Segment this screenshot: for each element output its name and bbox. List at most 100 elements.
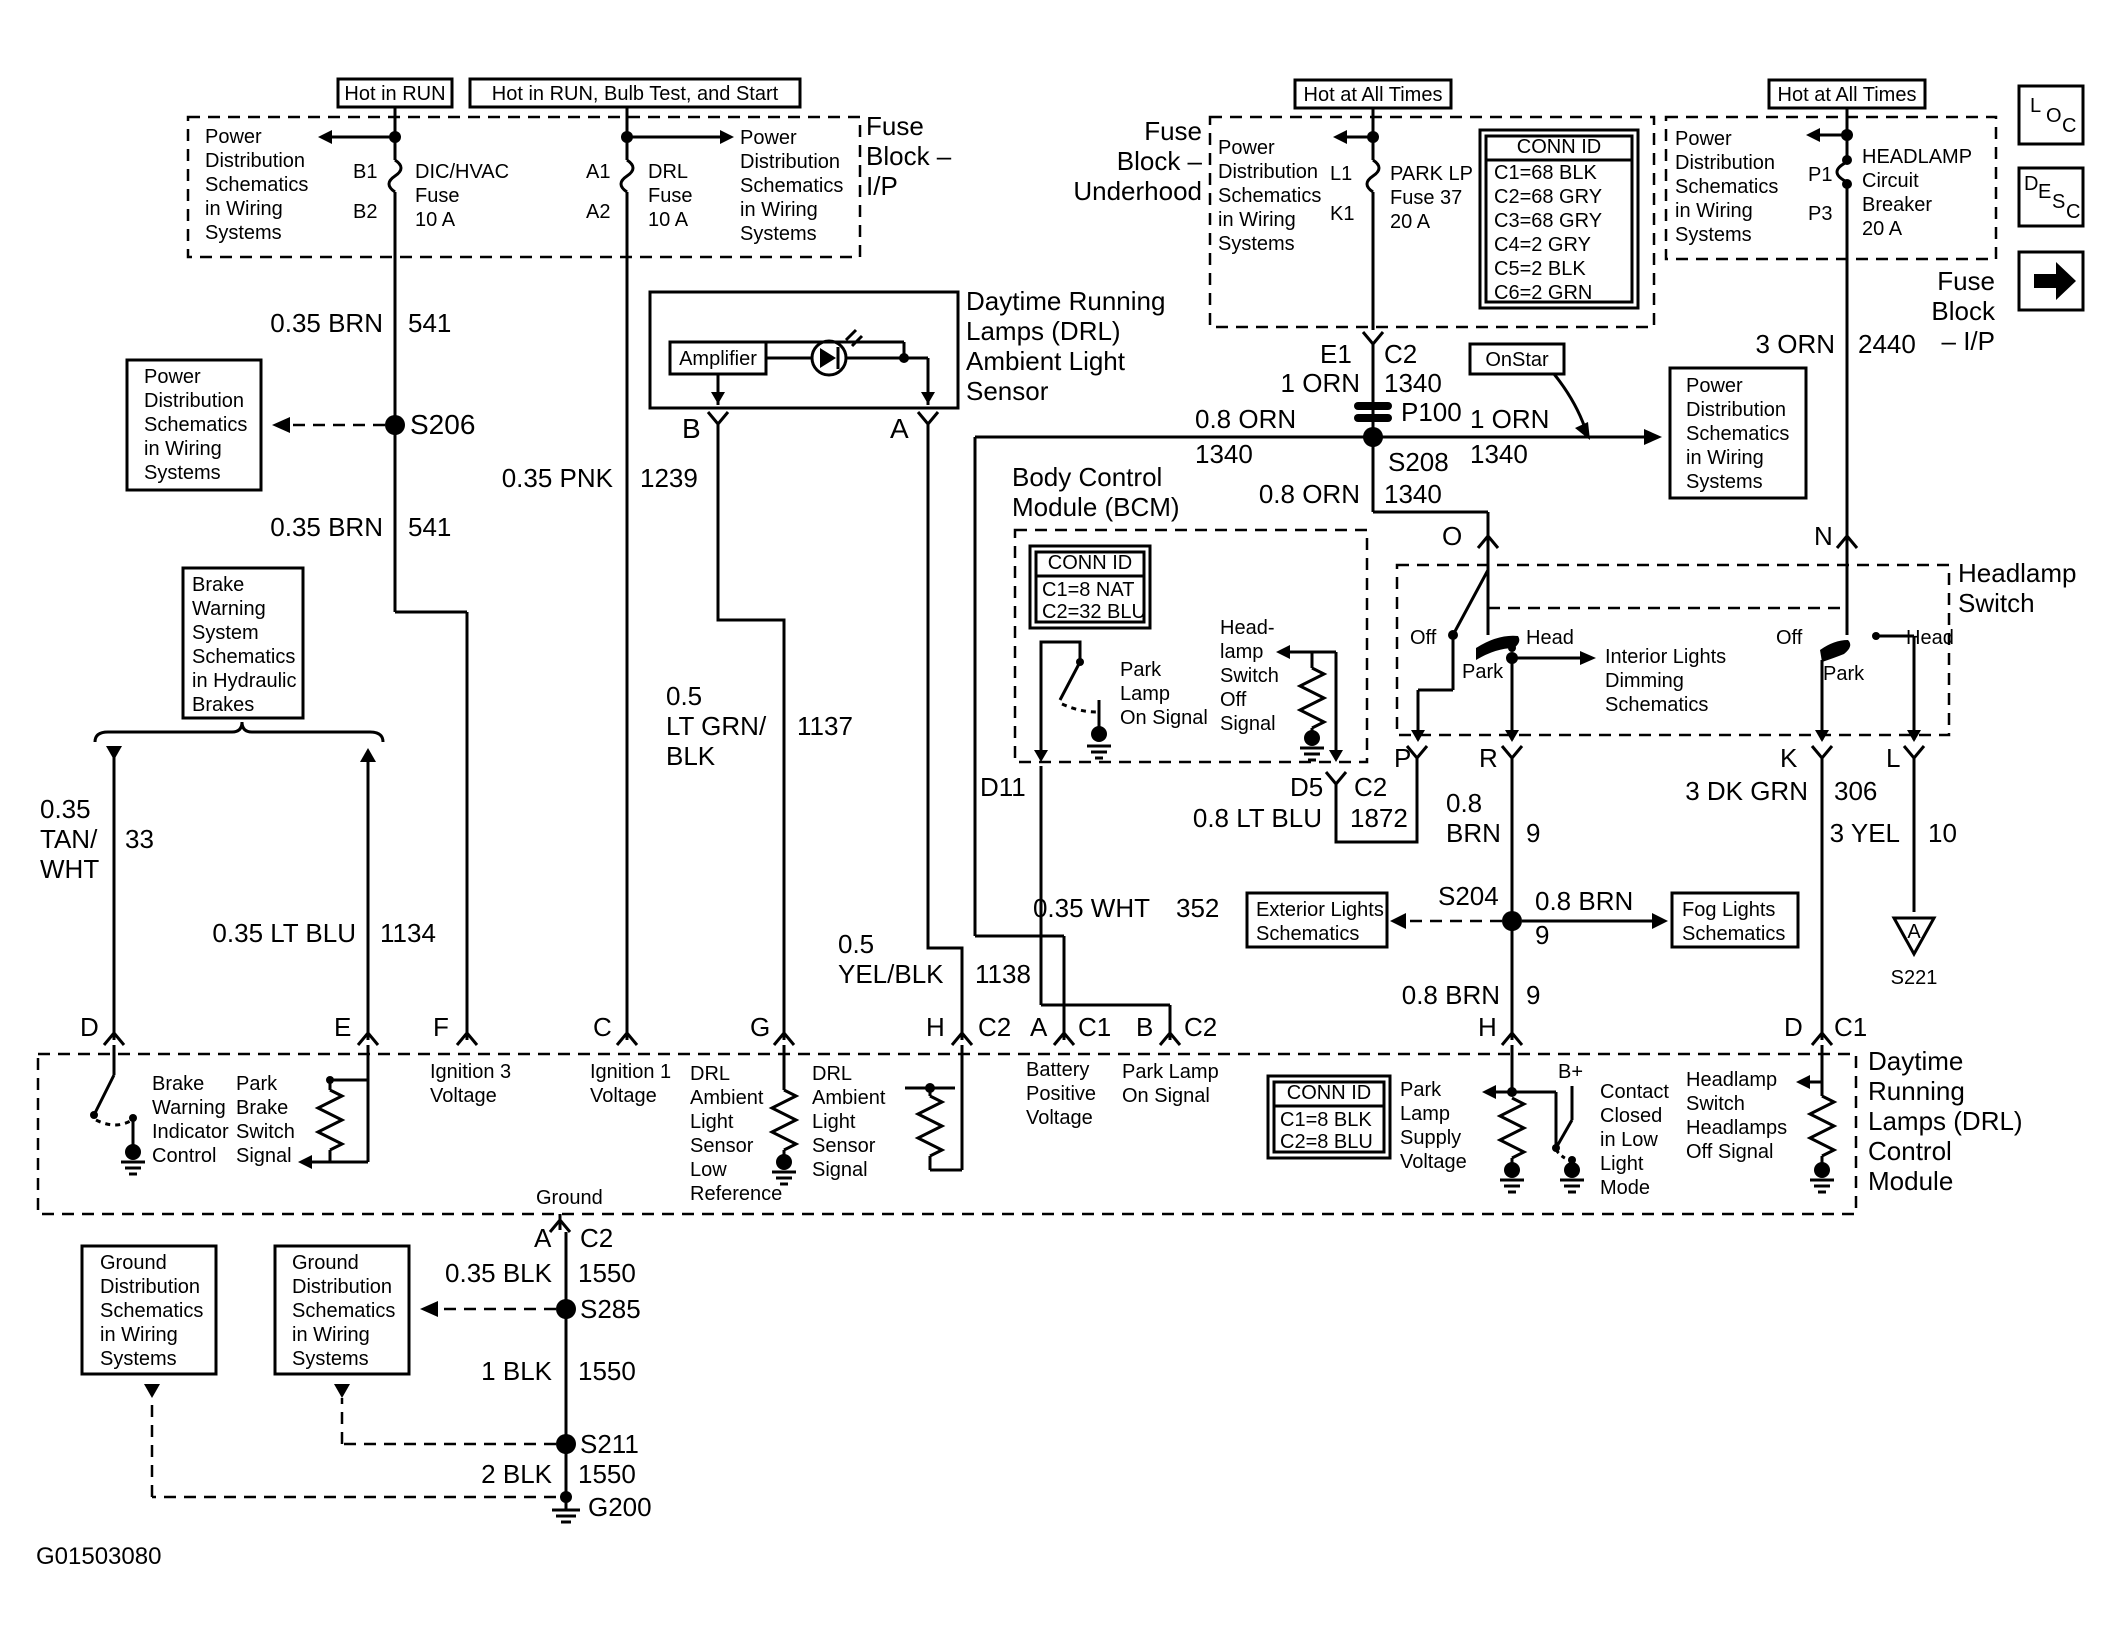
hl-signal-line: Off (1220, 689, 1247, 711)
fn-line: Light (812, 1111, 856, 1133)
splice-label: S211 (580, 1429, 639, 1459)
wire-num: 9 (1535, 920, 1549, 950)
pin-b: B (1136, 1012, 1153, 1042)
loc-letter: O (2046, 105, 2062, 127)
splice-label: S206 (410, 409, 475, 440)
desc-letter: C (2066, 201, 2080, 223)
pin-a2: A2 (586, 201, 610, 223)
wire-num: 2440 (1858, 329, 1916, 359)
conn-title: CONN ID (1517, 136, 1601, 158)
label-line: Fuse (1937, 266, 1995, 296)
brake-line: Brakes (192, 694, 254, 716)
conn-row: C2=8 BLU (1280, 1131, 1373, 1153)
conn-row: C6=2 GRN (1494, 282, 1592, 304)
pds-line: Power (205, 126, 262, 148)
wire-color: 0.8 (1446, 788, 1482, 818)
loc-icon[interactable]: L O C (2017, 84, 2085, 146)
fn-line: Lamp (1400, 1103, 1450, 1125)
gds-ref-2[interactable]: Ground Distribution Schematics in Wiring… (273, 1244, 411, 1376)
s221-letter: A (1907, 921, 1921, 943)
wire-color: 2 BLK (481, 1459, 552, 1489)
fuse-block-ip2-label: Fuse Block – I/P (1931, 266, 1996, 356)
pds-line: Distribution (740, 151, 840, 173)
next-arrow-icon[interactable] (2017, 250, 2085, 312)
fn-line: Signal (236, 1145, 292, 1167)
pds-ref-5[interactable]: Power Distribution Schematics in Wiring … (1668, 366, 1808, 500)
fn-line: in Low (1600, 1129, 1658, 1151)
bcm-title: Body Control Module (BCM) (1012, 462, 1180, 522)
s221-offpage[interactable]: A S221 (1891, 916, 1938, 989)
conn-row: C4=2 GRY (1494, 234, 1591, 256)
title-line: Lamps (DRL) (966, 316, 1121, 346)
banner-text: Hot in RUN (344, 83, 445, 105)
hl-signal-line: Switch (1220, 665, 1279, 687)
pds-line: Systems (205, 222, 282, 244)
pds-line: in Wiring (1686, 447, 1764, 469)
brake-system-ref[interactable]: Brake Warning System Schematics in Hydra… (181, 566, 305, 720)
conn-label: C1 (1834, 1012, 1867, 1042)
desc-icon[interactable]: D E S C (2017, 166, 2085, 228)
pds-ref-4[interactable]: Power Distribution Schematics in Wiring … (1218, 137, 1321, 255)
pds-line: Systems (1218, 233, 1295, 255)
wire-color: TAN/ (40, 824, 98, 854)
pds-line: Schematics (144, 414, 247, 436)
breaker-name: HEADLAMP (1862, 146, 1972, 168)
pin-e: E (334, 1012, 351, 1042)
conn-label: C1 (1078, 1012, 1111, 1042)
fog-lights-ref[interactable]: Fog Lights Schematics (1670, 891, 1800, 949)
ext-line: Exterior Lights (1256, 899, 1384, 921)
bcm-outline (1013, 528, 1369, 764)
wire-num: 541 (408, 512, 451, 542)
gds-line: Systems (292, 1348, 369, 1370)
label-line: Block – (1117, 146, 1203, 176)
sensor-title: Daytime Running Lamps (DRL) Ambient Ligh… (966, 286, 1165, 406)
wire-color: BRN (1446, 818, 1501, 848)
fuse-name: DIC/HVAC (415, 161, 509, 183)
onstar-label: OnStar (1485, 349, 1549, 371)
fn-line: Headlamps (1686, 1117, 1787, 1139)
wire-color: 1 ORN (1281, 368, 1360, 398)
conn-title: CONN ID (1287, 1082, 1371, 1104)
wire-color: BLK (666, 741, 716, 771)
fn-line: Off Signal (1686, 1141, 1773, 1163)
conn-row: C1=8 NAT (1042, 579, 1134, 601)
pds-ref-6[interactable]: Power Distribution Schematics in Wiring … (1675, 128, 1778, 246)
pds-ref-2[interactable]: Power Distribution Schematics in Wiring … (740, 127, 843, 245)
pin-h: H (926, 1012, 945, 1042)
wire-color: 0.8 ORN (1259, 479, 1360, 509)
pin-p3: P3 (1808, 203, 1832, 225)
desc-letter: D (2024, 173, 2038, 195)
pin-o: O (1442, 521, 1462, 551)
brake-line: Schematics (192, 646, 295, 668)
brake-line: Brake (192, 574, 244, 596)
fn-line: Ignition 3 (430, 1061, 511, 1083)
pin-l1: L1 (1330, 163, 1352, 185)
splice-s211 (556, 1434, 576, 1454)
onstar-ref[interactable]: OnStar (1468, 342, 1566, 376)
gds-line: Distribution (100, 1276, 200, 1298)
fuse-symbol (619, 158, 635, 194)
fuse-block-ip-label: Fuse Block – I/P (866, 111, 952, 201)
conn-row: C1=8 BLK (1280, 1109, 1372, 1131)
pds-line: Schematics (1675, 176, 1778, 198)
title-line: Switch (1958, 588, 2035, 618)
pin-b: B (682, 413, 701, 444)
amplifier-label: Amplifier (679, 348, 757, 370)
pin-d: D (1784, 1012, 1803, 1042)
ext-lights-ref[interactable]: Exterior Lights Schematics (1245, 891, 1389, 949)
pds-ref-3[interactable]: Power Distribution Schematics in Wiring … (125, 358, 263, 492)
fog-line: Fog Lights (1682, 899, 1775, 921)
wire-color: 0.35 LT BLU (212, 918, 356, 948)
conn-id-underhood: CONN ID C1=68 BLK C2=68 GRY C3=68 GRY C4… (1478, 128, 1640, 310)
interior-line: Dimming (1605, 670, 1684, 692)
gds-ref-1[interactable]: Ground Distribution Schematics in Wiring… (80, 1244, 218, 1376)
pds-ref-1[interactable]: Power Distribution Schematics in Wiring … (205, 126, 308, 244)
brake-line: in Hydraulic (192, 670, 296, 692)
pin-e1: E1 (1320, 339, 1352, 369)
wire-color: LT GRN/ (666, 711, 767, 741)
pin-n: N (1814, 521, 1833, 551)
fn-line: Mode (1600, 1177, 1650, 1199)
label-line: – I/P (1942, 326, 1995, 356)
pin-c: C (593, 1012, 612, 1042)
